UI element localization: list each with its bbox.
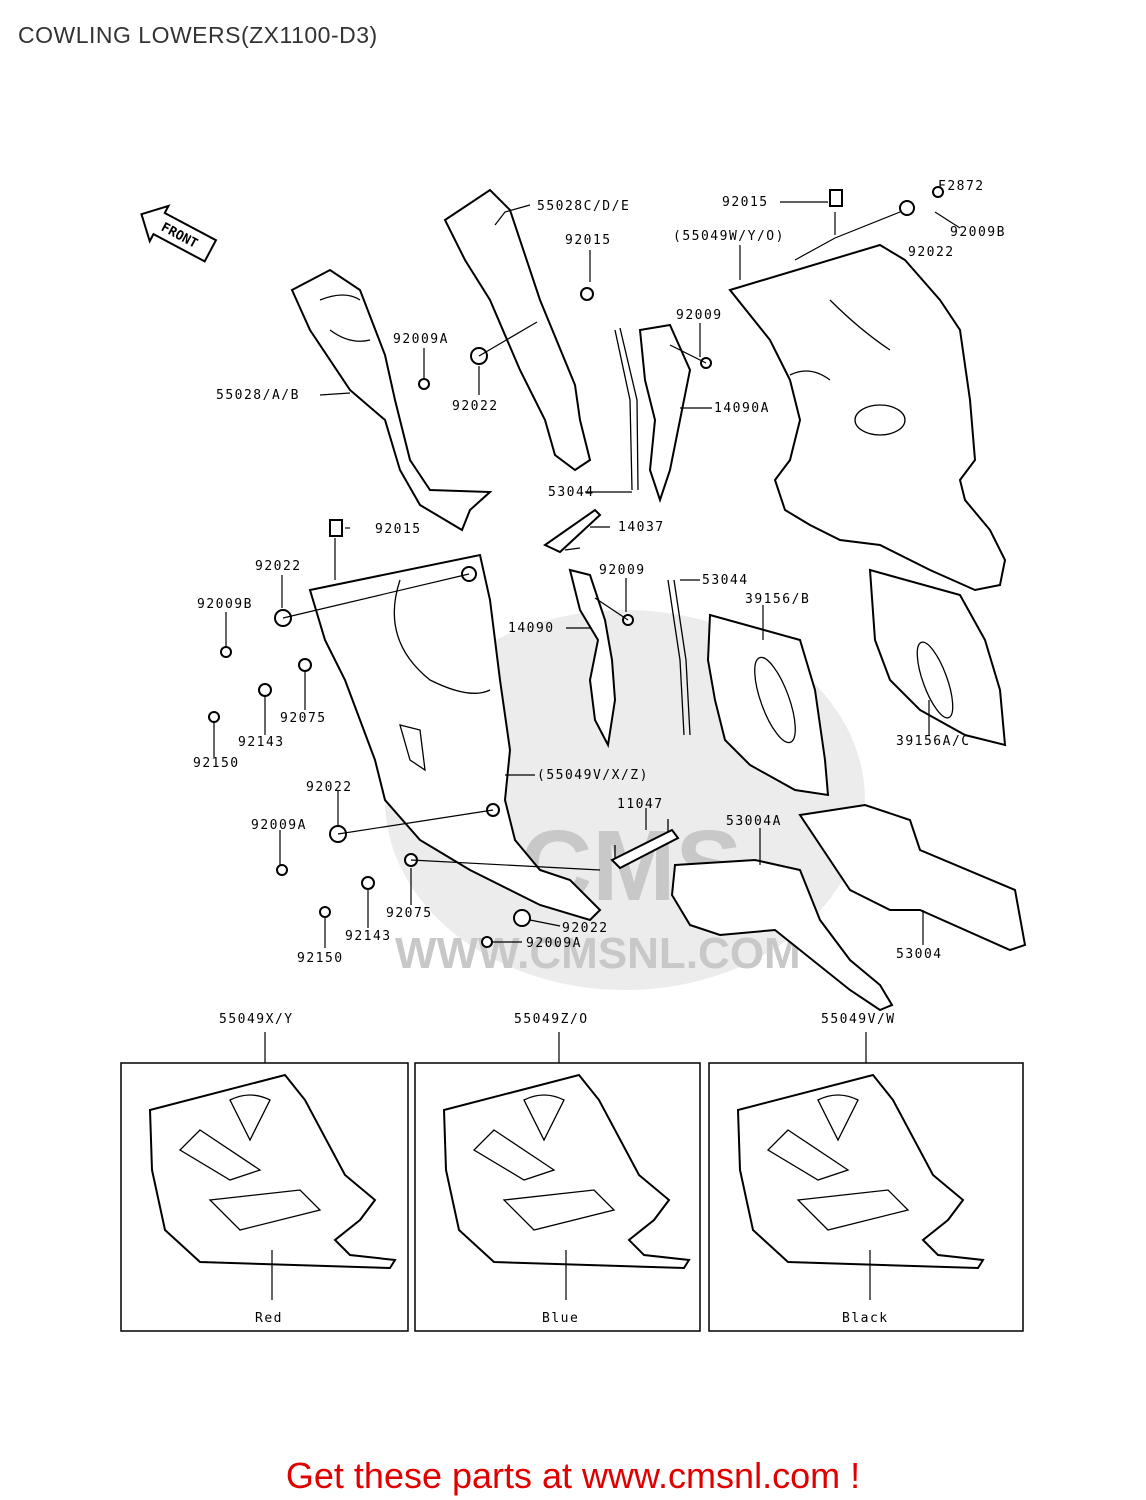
callout-55049wyo: (55049W/Y/O) <box>673 229 785 244</box>
watermark-text: WWW.CMSNL.COM <box>395 929 801 978</box>
bolt-icon <box>276 864 288 876</box>
callout-92015: 92015 <box>565 233 612 248</box>
panel-39156ac-slot <box>916 641 954 719</box>
parts-diagram: CMS WWW.CMSNL.COM FRONT F2872 <box>120 179 1027 1332</box>
callout-92009b: 92009B <box>950 225 1006 240</box>
washer-icon <box>513 909 531 927</box>
strip-53044-top-part <box>614 327 639 491</box>
variant-color-label: Red <box>255 1311 283 1326</box>
callout-14090a: 14090A <box>714 401 770 416</box>
variant-red: 55049X/Y Red <box>120 1012 409 1332</box>
callout-53044: 53044 <box>702 573 749 588</box>
callout-92150: 92150 <box>193 756 240 771</box>
callout-92075: 92075 <box>386 906 433 921</box>
nut-clip-icon <box>329 519 343 537</box>
panel-39156b-part <box>706 613 830 797</box>
callout-92015: 92015 <box>722 195 769 210</box>
callout-92075: 92075 <box>280 711 327 726</box>
leader-lines <box>213 201 961 948</box>
cowl-right-detail <box>789 299 891 381</box>
front-arrow-icon: FRONT <box>140 204 218 263</box>
callout-39156ac: 39156A/C <box>896 734 971 749</box>
panel-39156b-slot <box>754 656 796 744</box>
nut-icon <box>361 876 375 890</box>
callout-14090: 14090 <box>508 621 555 636</box>
lower-cowl-left-part <box>308 553 602 922</box>
variant-part-label: 55049X/Y <box>219 1012 294 1027</box>
variant-part-label: 55049Z/O <box>514 1012 589 1027</box>
insulator-53004a-part <box>670 858 894 1012</box>
callout-92009a: 92009A <box>526 936 582 951</box>
callout-92150: 92150 <box>297 951 344 966</box>
variant-graphic-decal <box>178 1094 322 1231</box>
variant-blue: 55049Z/O Blue <box>414 1012 701 1332</box>
callout-92009: 92009 <box>676 308 723 323</box>
callout-92015: 92015 <box>375 522 422 537</box>
callout-55028cde: 55028C/D/E <box>537 199 630 214</box>
cowl-left-detail <box>393 579 491 694</box>
bolt-icon <box>208 711 220 723</box>
page-title: COWLING LOWERS(ZX1100-D3) <box>18 22 378 48</box>
callout-92022: 92022 <box>306 780 353 795</box>
callout-55049vxz: (55049V/X/Z) <box>537 768 649 783</box>
variant-cowl-drawing <box>736 1073 985 1270</box>
variant-color-label: Blue <box>542 1311 579 1326</box>
lower-cowl-right-part <box>728 243 1007 592</box>
callout-14037: 14037 <box>618 520 665 535</box>
callout-92009a: 92009A <box>251 818 307 833</box>
cowl-vent <box>854 404 906 436</box>
callout-92143: 92143 <box>345 929 392 944</box>
variant-graphic-decal <box>766 1094 910 1231</box>
variant-part-label: 55049V/W <box>821 1012 896 1027</box>
callout-53004: 53004 <box>896 947 943 962</box>
inner-cowl-right-part <box>443 188 592 472</box>
callout-92022: 92022 <box>908 245 955 260</box>
nut-icon <box>258 683 272 697</box>
washer-icon <box>899 200 915 216</box>
callout-11047: 11047 <box>617 797 664 812</box>
nut-clip-icon <box>580 287 594 301</box>
inner-cowl-left-detail <box>319 294 371 342</box>
cowl-left-vent <box>399 724 426 772</box>
variant-graphic-decal <box>472 1094 616 1231</box>
bolt-icon <box>220 646 232 658</box>
callout-53004a: 53004A <box>726 814 782 829</box>
grommet-icon <box>298 658 312 672</box>
callout-92143: 92143 <box>238 735 285 750</box>
nut-clip-icon <box>829 189 843 207</box>
callout-92009: 92009 <box>599 563 646 578</box>
variant-color-label: Black <box>842 1311 889 1326</box>
callout-92022: 92022 <box>255 559 302 574</box>
callout-53044: 53044 <box>548 485 595 500</box>
bolt-icon <box>319 906 331 918</box>
clip-14037-part <box>543 508 602 554</box>
bracket-14090-part <box>568 568 617 749</box>
bracket-14090a-part <box>638 323 692 504</box>
callout-55028ab: 55028/A/B <box>216 388 300 403</box>
bracket-11047-part <box>610 819 680 870</box>
strip-53044-mid-part <box>667 579 691 736</box>
callout-92022: 92022 <box>452 399 499 414</box>
callout-92009a: 92009A <box>393 332 449 347</box>
callout-92009b: 92009B <box>197 597 253 612</box>
variant-cowl-drawing <box>442 1073 691 1270</box>
insulator-53004-part <box>798 803 1027 952</box>
callouts: 55028C/D/E 92015 92015 (55049W/Y/O) 9202… <box>193 195 1006 966</box>
figure-code: F2872 <box>938 179 985 194</box>
bolt-icon <box>932 186 944 198</box>
callout-92022: 92022 <box>562 921 609 936</box>
variant-black: 55049V/W Black <box>708 1012 1024 1332</box>
callout-39156b: 39156/B <box>745 592 810 607</box>
inner-cowl-left-part <box>290 268 493 532</box>
bolt-icon <box>418 378 430 390</box>
footer-promo-link[interactable]: Get these parts at www.cmsnl.com ! <box>285 1455 861 1496</box>
variant-cowl-drawing <box>148 1073 397 1270</box>
bolt-icon <box>481 936 493 948</box>
